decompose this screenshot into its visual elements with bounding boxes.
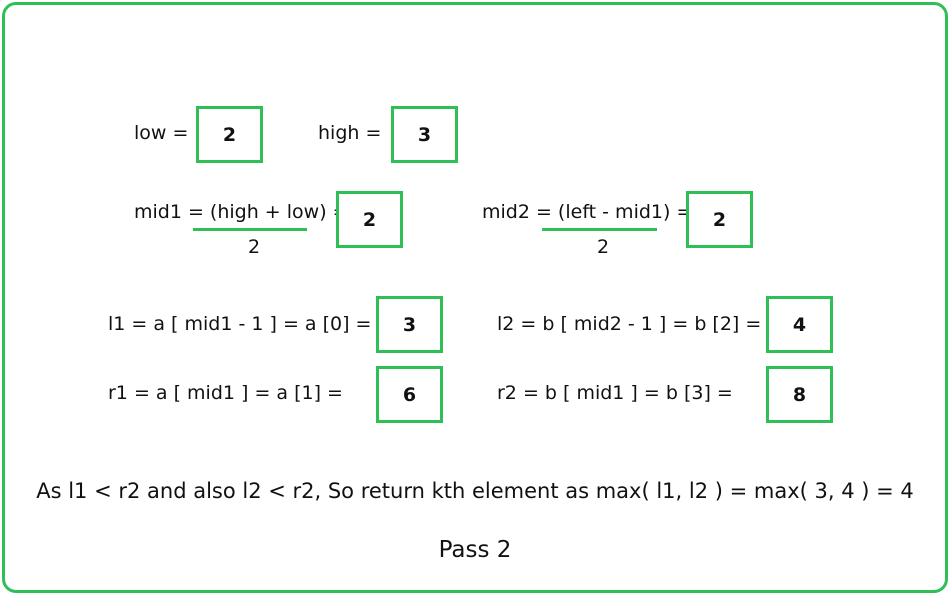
mid2-label: mid2 = (left - mid1) = [482,201,693,223]
mid1-denominator: 2 [248,236,261,258]
mid2-fraction-line [542,228,657,231]
l1-label: l1 = a [ mid1 - 1 ] = a [0] = [108,313,372,335]
l2-value-box: 4 [766,296,833,353]
l2-label: l2 = b [ mid2 - 1 ] = b [2] = [497,313,762,335]
low-value-box: 2 [196,106,263,163]
mid2-value-box: 2 [686,191,753,248]
high-label: high = [318,122,382,144]
pass-caption: Pass 2 [438,537,512,563]
r1-value-box: 6 [376,366,443,423]
mid2-denominator: 2 [597,236,610,258]
high-value-box: 3 [391,106,458,163]
r2-label: r2 = b [ mid1 ] = b [3] = [497,382,733,404]
r2-value-box: 8 [766,366,833,423]
conclusion-text: As l1 < r2 and also l2 < r2, So return k… [36,479,914,503]
l1-value-box: 3 [376,296,443,353]
low-label: low = [134,122,189,144]
mid1-fraction-line [193,228,307,231]
r1-label: r1 = a [ mid1 ] = a [1] = [108,382,343,404]
mid1-value-box: 2 [336,191,403,248]
mid1-label: mid1 = (high + low) = [134,201,349,223]
